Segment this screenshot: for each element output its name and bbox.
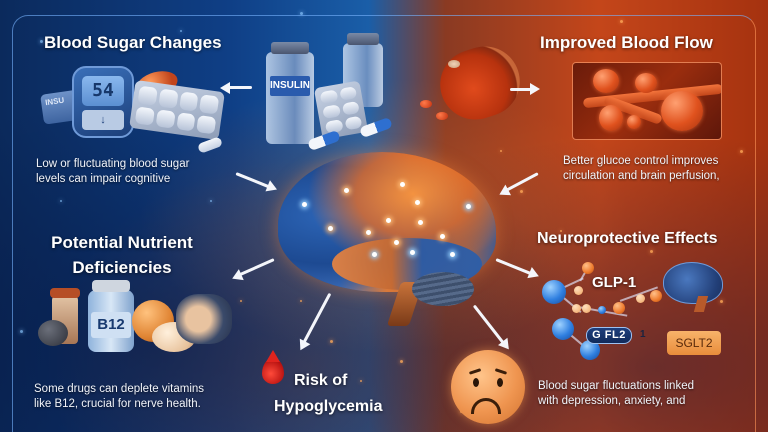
- arrow-left-icon: [226, 86, 252, 89]
- blood-vessel-illustration: [572, 62, 722, 140]
- blood-drop-icon: [262, 350, 284, 384]
- food-icon: [38, 320, 68, 346]
- section-description: Better glucoe control improves circulati…: [563, 155, 720, 182]
- section-title: Improved Blood Flow: [540, 33, 713, 52]
- b12-label: B12: [91, 312, 131, 338]
- section-description: Low or fluctuating blood sugar levels ca…: [36, 158, 190, 185]
- insulin-vial-icon: INSULIN: [266, 42, 314, 144]
- sad-face-icon: [451, 350, 525, 424]
- section-title: Neuroprotective Effects: [537, 230, 718, 247]
- down-arrow-icon: ↓: [82, 110, 124, 130]
- sglt2-badge: SGLT2: [667, 331, 721, 355]
- section-description: Blood sugar fluctuations linked with dep…: [538, 380, 694, 407]
- glucometer-reading: 54: [82, 76, 124, 106]
- gfl2-suffix: 1: [640, 329, 646, 340]
- gfl2-tag: G FL2: [586, 327, 632, 344]
- glucometer-icon: 54 ↓: [72, 66, 134, 138]
- section-title: Blood Sugar Changes: [44, 33, 222, 52]
- section-title: Potential Nutrient Deficiencies: [51, 233, 193, 277]
- section-description: Some drugs can deplete vitamins like B12…: [34, 383, 205, 410]
- mini-brain-icon: [663, 262, 723, 304]
- nut-icon: [176, 294, 232, 344]
- cerebellum: [412, 272, 474, 306]
- glp1-label: GLP-1: [592, 274, 637, 291]
- infographic-frame: [12, 15, 756, 432]
- section-title-line2: Hypoglycemia: [274, 398, 383, 415]
- b12-bottle-icon: B12: [88, 280, 134, 352]
- section-title-line1: Risk of: [294, 372, 348, 389]
- arrow-right-icon: [510, 83, 540, 95]
- vial-label: INSULIN: [270, 76, 310, 96]
